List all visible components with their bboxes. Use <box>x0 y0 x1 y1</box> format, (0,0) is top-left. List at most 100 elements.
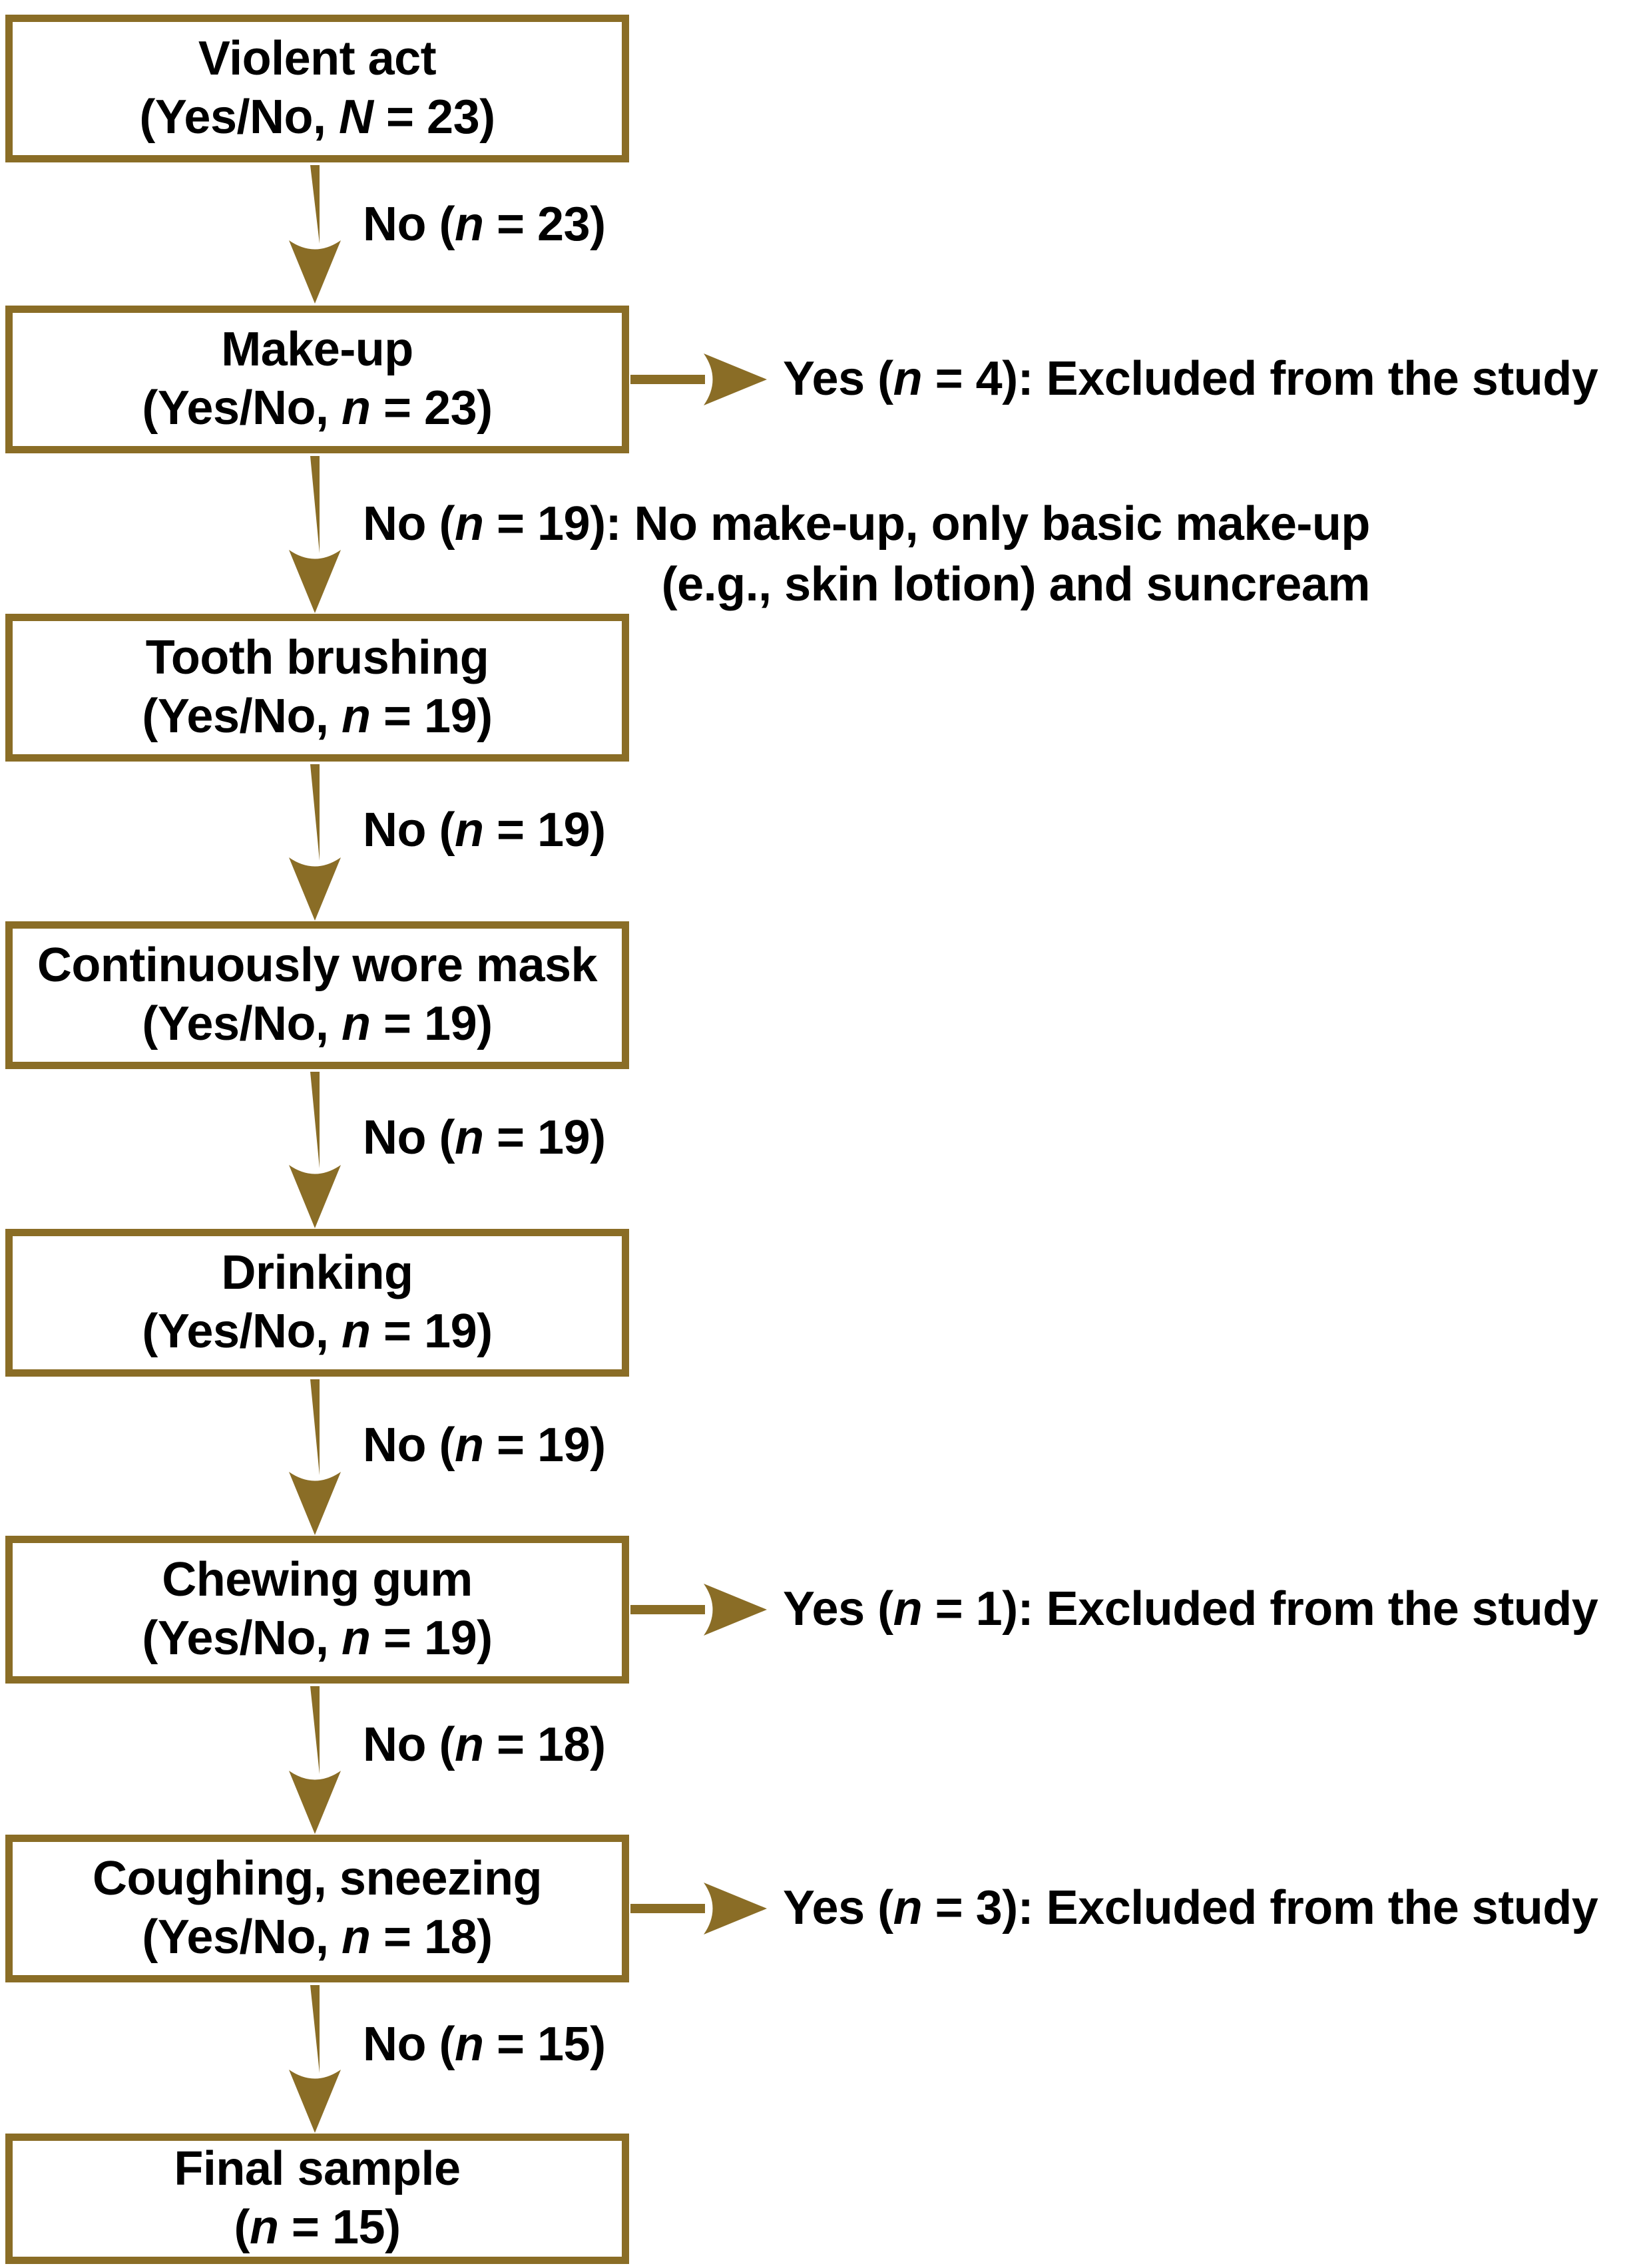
node-coughing-sneezing: Coughing, sneezing (Yes/No, n = 18) <box>5 1835 629 1982</box>
node-subtitle-symbol: n <box>342 690 371 743</box>
edge-label-symbol: n <box>454 1718 484 1771</box>
edge-label-post: = 23) <box>483 198 606 251</box>
node-chewing-gum: Chewing gum (Yes/No, n = 19) <box>5 1536 629 1684</box>
edge-label-pre: No ( <box>363 198 455 251</box>
node-subtitle-pre: (Yes/No, <box>142 1612 342 1665</box>
edge-label-symbol: n <box>893 352 923 405</box>
edge-label-post: = 19): No make-up, only basic make-up <box>483 497 1370 551</box>
node-subtitle-symbol: n <box>342 997 371 1050</box>
arrow-down-tooth-to-mask <box>282 764 348 921</box>
node-subtitle-post: = 19) <box>370 690 493 743</box>
node-title: Violent act <box>198 32 437 86</box>
edge-label-pre: No ( <box>363 803 455 857</box>
node-subtitle-post: = 19) <box>370 1305 493 1358</box>
node-subtitle-post: = 19) <box>370 1612 493 1665</box>
edge-label-yes-3: Yes (n = 3): Excluded from the study <box>783 1878 1598 1938</box>
edge-label-post: = 19) <box>483 803 606 857</box>
node-subtitle-post: = 18) <box>370 1911 493 1964</box>
node-title: Tooth brushing <box>145 631 489 685</box>
edge-label-yes-1: Yes (n = 1): Excluded from the study <box>783 1579 1598 1640</box>
node-subtitle-pre: (Yes/No, <box>139 91 339 144</box>
node-drinking: Drinking (Yes/No, n = 19) <box>5 1229 629 1377</box>
arrow-down-makeup-to-tooth <box>282 456 348 613</box>
node-subtitle-symbol: n <box>342 1612 371 1665</box>
arrow-down-cough-to-final <box>282 1985 348 2133</box>
node-title: Coughing, sneezing <box>93 1852 542 1906</box>
node-subtitle-post: = 19) <box>370 997 493 1050</box>
edge-label-no-23: No (n = 23) <box>363 194 606 255</box>
node-subtitle-symbol: n <box>249 2201 279 2254</box>
node-subtitle: (Yes/No, n = 19) <box>142 995 493 1054</box>
node-subtitle-pre: (Yes/No, <box>142 381 342 435</box>
node-title: Make-up <box>221 323 413 377</box>
edge-label-post: = 19) <box>483 1111 606 1164</box>
edge-label-pre: Yes ( <box>783 1582 893 1636</box>
node-subtitle-symbol: n <box>342 1305 371 1358</box>
edge-label-post: = 15) <box>483 2018 606 2071</box>
edge-label-pre: No ( <box>363 2018 455 2071</box>
node-make-up: Make-up (Yes/No, n = 23) <box>5 306 629 453</box>
node-subtitle-post: = 15) <box>278 2201 401 2254</box>
edge-label-pre: Yes ( <box>783 352 893 405</box>
node-title: Drinking <box>221 1246 413 1300</box>
arrow-right-cough-excluded <box>630 1878 767 1939</box>
edge-label-pre: No ( <box>363 1718 455 1771</box>
edge-label-pre: Yes ( <box>783 1881 893 1934</box>
edge-label-pre: No ( <box>363 1111 455 1164</box>
edge-label-post: = 4): Excluded from the study <box>922 352 1598 405</box>
edge-label-symbol: n <box>454 198 484 251</box>
edge-label-post: = 19) <box>483 1419 606 1472</box>
edge-label-symbol: n <box>454 497 484 551</box>
edge-label-symbol: n <box>454 1419 484 1472</box>
node-subtitle-pre: (Yes/No, <box>142 1911 342 1964</box>
node-subtitle: (Yes/No, N = 23) <box>139 89 495 147</box>
node-continuously-wore-mask: Continuously wore mask (Yes/No, n = 19) <box>5 921 629 1069</box>
edge-label-symbol: n <box>454 1111 484 1164</box>
edge-label-line2: (e.g., skin lotion) and suncream <box>661 557 1371 611</box>
arrow-down-mask-to-drinking <box>282 1072 348 1228</box>
edge-label-line1: No (n = 19): No make-up, only basic make… <box>363 494 1370 555</box>
arrow-down-violent-to-makeup <box>282 165 348 304</box>
edge-label-pre: No ( <box>363 497 455 551</box>
node-subtitle: (Yes/No, n = 23) <box>142 379 493 438</box>
node-subtitle-symbol: n <box>342 1911 371 1964</box>
arrow-down-drinking-to-gum <box>282 1379 348 1535</box>
arrow-down-gum-to-cough <box>282 1686 348 1834</box>
node-title: Continuously wore mask <box>37 939 598 993</box>
node-subtitle: (n = 15) <box>234 2199 401 2257</box>
node-subtitle-symbol: n <box>342 381 371 435</box>
arrow-right-gum-excluded <box>630 1579 767 1640</box>
node-subtitle: (Yes/No, n = 18) <box>142 1909 493 1967</box>
edge-label-no-19-tooth: No (n = 19) <box>363 800 606 861</box>
edge-label-symbol: n <box>454 2018 484 2071</box>
node-subtitle-pre: (Yes/No, <box>142 690 342 743</box>
node-subtitle-post: = 23) <box>370 381 493 435</box>
edge-label-no-19-makeup: No (n = 19): No make-up, only basic make… <box>363 494 1370 614</box>
node-subtitle-pre: (Yes/No, <box>142 1305 342 1358</box>
node-title: Final sample <box>174 2142 461 2196</box>
edge-label-pre: No ( <box>363 1419 455 1472</box>
edge-label-yes-4: Yes (n = 4): Excluded from the study <box>783 349 1598 409</box>
edge-label-no-19-mask: No (n = 19) <box>363 1108 606 1168</box>
node-title: Chewing gum <box>162 1553 473 1607</box>
edge-label-no-15-cough: No (n = 15) <box>363 2014 606 2075</box>
edge-label-post: = 1): Excluded from the study <box>922 1582 1598 1636</box>
edge-label-post: = 3): Excluded from the study <box>922 1881 1598 1934</box>
edge-label-symbol: n <box>454 803 484 857</box>
node-subtitle: (Yes/No, n = 19) <box>142 1303 493 1361</box>
node-violent-act: Violent act (Yes/No, N = 23) <box>5 15 629 162</box>
node-subtitle-pre: (Yes/No, <box>142 997 342 1050</box>
node-final-sample: Final sample (n = 15) <box>5 2134 629 2264</box>
node-tooth-brushing: Tooth brushing (Yes/No, n = 19) <box>5 614 629 762</box>
node-subtitle: (Yes/No, n = 19) <box>142 1610 493 1668</box>
node-subtitle: (Yes/No, n = 19) <box>142 688 493 746</box>
edge-label-post: = 18) <box>483 1718 606 1771</box>
edge-label-symbol: n <box>893 1582 923 1636</box>
arrow-right-makeup-excluded <box>630 349 767 410</box>
edge-label-no-19-drinking: No (n = 19) <box>363 1415 606 1476</box>
node-subtitle-symbol: N <box>338 91 373 144</box>
edge-label-symbol: n <box>893 1881 923 1934</box>
node-subtitle-pre: ( <box>234 2201 250 2254</box>
edge-label-no-18-gum: No (n = 18) <box>363 1715 606 1775</box>
